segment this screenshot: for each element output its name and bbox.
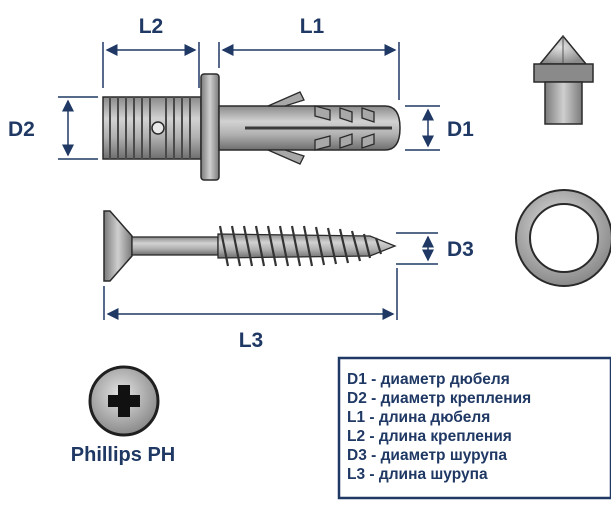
label-l2: L2 [139, 15, 164, 38]
legend-line-d3: D3 - диаметр шурупа [347, 447, 507, 464]
legend-line-l2: L2 - длина крепления [347, 428, 512, 445]
ring-washer-icon [515, 189, 611, 287]
dim-l3: L3 [103, 268, 398, 352]
label-l3: L3 [239, 329, 264, 352]
legend-line-d2: D2 - диаметр крепления [347, 390, 531, 407]
dowel-barbs [267, 91, 375, 165]
screw [103, 210, 397, 282]
dim-d1: D1 [405, 105, 474, 151]
screw-threads [218, 225, 383, 267]
label-d1: D1 [447, 118, 474, 141]
phillips-cross-icon [88, 365, 160, 437]
screw-tip-icon [533, 34, 594, 125]
dowel [102, 73, 401, 181]
legend-line-l1: L1 - длина дюбеля [347, 409, 490, 426]
collar-ribs [109, 97, 191, 159]
head-type-label: Phillips PH [71, 444, 175, 466]
dim-l2: L2 [102, 15, 200, 88]
dim-d3: D3 [396, 232, 474, 265]
legend-line-l3: L3 - длина шурупа [347, 466, 488, 483]
legend-box: D1 - диаметр дюбеля D2 - диаметр креплен… [337, 356, 611, 500]
legend-line-d1: D1 - диаметр дюбеля [347, 371, 510, 388]
label-d3: D3 [447, 238, 474, 261]
label-l1: L1 [300, 15, 325, 38]
dim-d2: D2 [8, 96, 98, 160]
dim-l1: L1 [218, 15, 400, 100]
label-d2: D2 [8, 118, 35, 141]
